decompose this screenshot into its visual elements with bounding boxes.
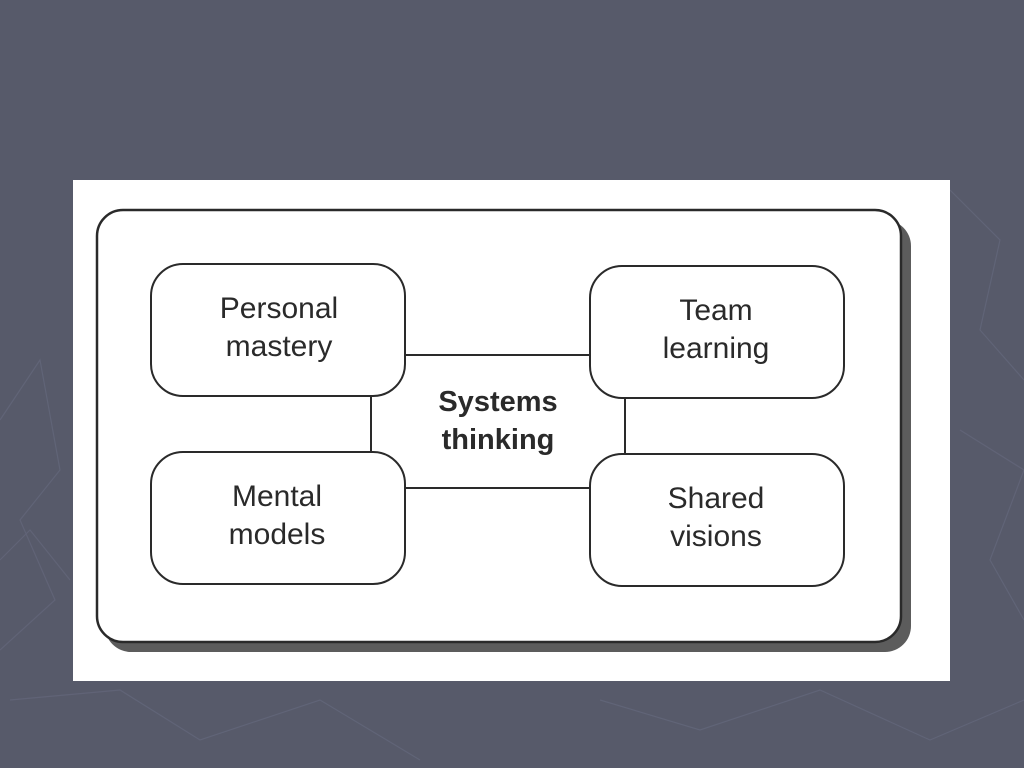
team-learning-line2: learning [662, 332, 770, 365]
personal-mastery-box [150, 263, 406, 397]
systems-thinking-line1: Systems [438, 386, 558, 418]
team-learning-box [589, 265, 845, 399]
shared-visions-line1: Shared [667, 482, 765, 515]
personal-mastery-label: Personal mastery [220, 290, 338, 366]
personal-mastery-line2: mastery [225, 330, 333, 363]
personal-mastery-line1: Personal [219, 292, 339, 325]
shared-visions-label: Shared visions [668, 480, 765, 556]
team-learning-line1: Team [679, 294, 753, 327]
disciplines-diagram: Personal mastery Team learning Systems t… [73, 180, 950, 681]
mental-models-line1: Mental [231, 480, 323, 513]
mental-models-box [150, 451, 406, 585]
mental-models-label: Mental models [229, 478, 326, 554]
systems-thinking-label: Systems thinking [438, 383, 557, 459]
systems-thinking-line2: thinking [441, 424, 555, 456]
shared-visions-line2: visions [670, 520, 762, 553]
mental-models-line2: models [228, 518, 326, 551]
diagram-shapes [95, 208, 911, 652]
shared-visions-box [589, 453, 845, 587]
center-box [370, 354, 626, 489]
team-learning-label: Team learning [663, 292, 770, 368]
